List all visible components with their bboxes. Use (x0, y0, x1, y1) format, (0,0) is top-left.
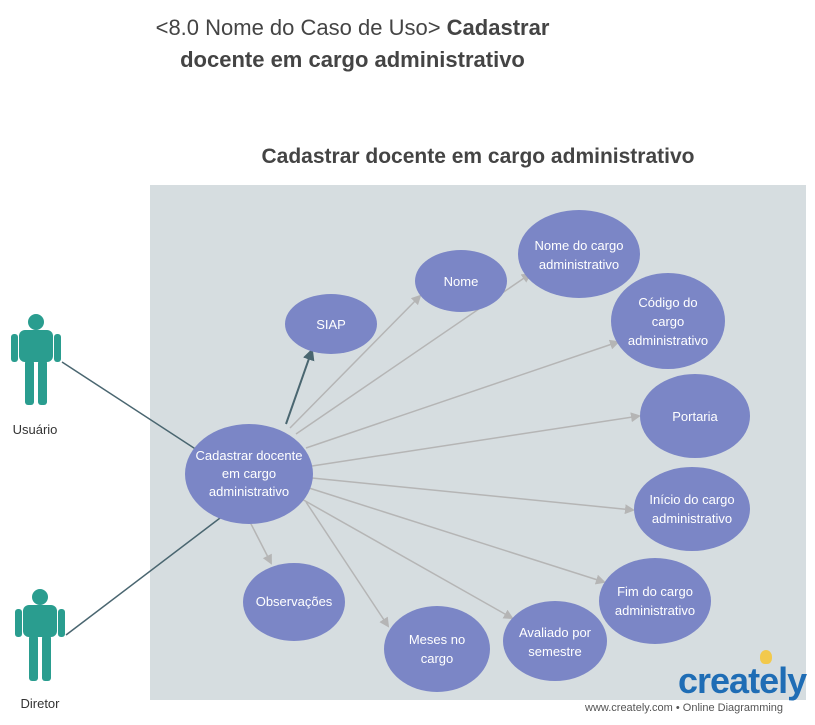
arrow-to-nome (289, 294, 422, 429)
use-case-nome-cargo[interactable]: Nome do cargo administrativo (518, 210, 640, 298)
actor-diretor-label: Diretor (20, 696, 60, 711)
association-diretor (65, 514, 225, 636)
use-case-avaliado-line-1: Avaliado por (519, 625, 592, 640)
use-case-main[interactable]: Cadastrar docente em cargo administrativ… (185, 424, 313, 524)
use-case-nome-cargo-line-1: Nome do cargo (535, 238, 624, 253)
actor-diretor-icon[interactable] (15, 589, 65, 681)
use-case-main-line-3: administrativo (209, 484, 289, 499)
use-case-meses-line-2: cargo (421, 651, 454, 666)
use-case-avaliado-line-2: semestre (528, 644, 581, 659)
use-case-meses-line-1: Meses no (409, 632, 465, 647)
actor-usuario-label: Usuário (13, 422, 58, 437)
use-case-fim-cargo-line-1: Fim do cargo (617, 584, 693, 599)
use-case-codigo-cargo-line-2: cargo (652, 314, 685, 329)
use-case-codigo-cargo[interactable]: Código do cargo administrativo (611, 273, 725, 369)
arrow-to-fim-cargo (308, 487, 606, 585)
use-case-main-line-1: Cadastrar docente (196, 448, 303, 463)
use-case-observacoes[interactable]: Observações (243, 563, 345, 641)
use-case-nome[interactable]: Nome (415, 250, 507, 312)
association-usuario (61, 361, 198, 451)
arrow-to-avaliado (299, 497, 514, 619)
brand-logo[interactable]: creately (678, 660, 807, 701)
use-case-meses[interactable]: Meses no cargo (384, 606, 490, 692)
use-case-portaria-label: Portaria (672, 409, 718, 424)
use-case-inicio-cargo-line-2: administrativo (652, 511, 732, 526)
use-case-siap[interactable]: SIAP (285, 294, 377, 354)
use-case-portaria[interactable]: Portaria (640, 374, 750, 458)
use-case-nome-cargo-line-2: administrativo (539, 257, 619, 272)
arrow-to-inicio-cargo (311, 477, 635, 515)
lightbulb-icon (760, 650, 772, 664)
actor-usuario-icon[interactable] (11, 314, 61, 405)
use-case-codigo-cargo-line-3: administrativo (628, 333, 708, 348)
use-case-siap-label: SIAP (316, 317, 346, 332)
use-case-main-line-2: em cargo (222, 466, 276, 481)
arrow-to-codigo-cargo (305, 339, 620, 449)
use-case-observacoes-label: Observações (256, 594, 333, 609)
use-case-inicio-cargo-line-1: Início do cargo (649, 492, 734, 507)
page-title-bold-1: Cadastrar (446, 15, 550, 40)
page-title-normal: <8.0 Nome do Caso de Uso> (155, 15, 441, 40)
arrow-to-observacoes (249, 521, 272, 565)
use-case-codigo-cargo-line-1: Código do (638, 295, 697, 310)
footer-text[interactable]: www.creately.com • Online Diagramming (585, 702, 784, 714)
use-case-inicio-cargo[interactable]: Início do cargo administrativo (634, 467, 750, 551)
arrow-to-meses (305, 501, 390, 628)
use-case-fim-cargo-line-2: administrativo (615, 603, 695, 618)
page-title-bold-2: docente em cargo administrativo (180, 47, 525, 72)
use-case-nome-label: Nome (444, 274, 479, 289)
use-case-avaliado[interactable]: Avaliado por semestre (503, 601, 607, 681)
use-case-fim-cargo[interactable]: Fim do cargo administrativo (599, 558, 711, 644)
arrow-to-portaria (311, 412, 641, 467)
page-title: <8.0 Nome do Caso de Uso> Cadastrar doce… (130, 12, 575, 76)
arrow-to-siap (285, 348, 315, 425)
diagram-title: Cadastrar docente em cargo administrativ… (261, 145, 695, 168)
